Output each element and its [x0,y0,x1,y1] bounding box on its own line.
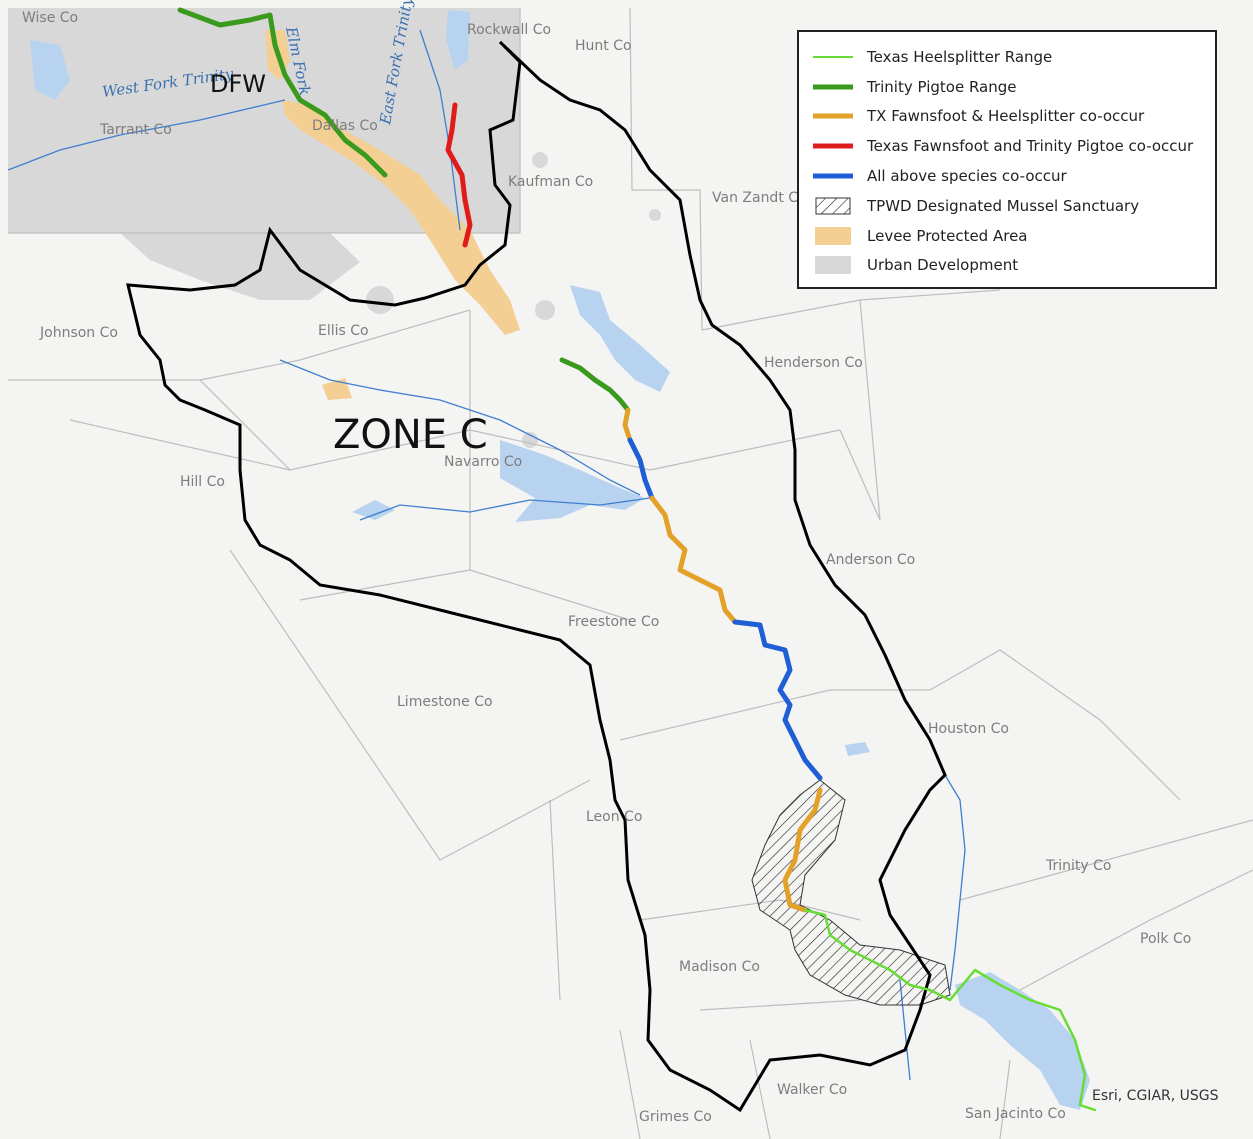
thick-line-swatch [811,77,855,97]
urban-dfw-core [8,8,520,233]
legend-label: Texas Heelsplitter Range [867,47,1053,66]
county-label: Johnson Co [39,325,118,341]
legend-label: Levee Protected Area [867,226,1028,245]
county-label: Houston Co [928,721,1009,737]
metro-label: DFW [210,70,266,98]
urban-patch [532,152,548,168]
lake-small-pond [845,742,870,756]
county-label: Madison Co [679,959,760,975]
legend-item-pigtoe: Trinity Pigtoe Range [811,72,1203,102]
species-ranges [177,7,1097,1112]
legend-item-fawnsfoot-heelsplitter: TX Fawnsfoot & Heelsplitter co-occur [811,102,1203,132]
range-fawnsfoot-heelsplitter-mid [649,495,738,625]
zone-c-basin-outline [126,40,947,1113]
county-label: Polk Co [1140,931,1191,947]
river-network [7,29,966,1081]
range-pigtoe-elm-fork [177,7,388,178]
water-bodies [30,10,1090,1110]
lake-upper-east [570,285,670,392]
map-credits: Esri, CGIAR, USGS [1092,1088,1219,1104]
legend-label: All above species co-occur [867,167,1067,186]
county-label: Dallas Co [312,118,378,134]
range-pigtoe-mid [559,357,631,413]
county-label: Ellis Co [318,323,369,339]
legend-item-levee: Levee Protected Area [811,221,1203,251]
county-label: Tarrant Co [99,122,172,138]
lake-small-west [352,500,395,520]
levee-trinity-main [282,100,520,335]
county-label: Kaufman Co [508,174,593,190]
fill-swatch [811,226,855,246]
thick-line-swatch [811,136,855,156]
county-label: Rockwall Co [467,22,551,38]
range-heelsplitter [803,908,1097,1112]
county-label: Limestone Co [397,694,493,710]
zone-label: ZONE C [333,412,488,458]
legend-item-urban: Urban Development [811,251,1203,281]
thick-line-swatch [811,166,855,186]
urban-dfw-south [120,233,360,300]
urban-patch [366,286,394,314]
legend-label: Urban Development [867,256,1019,275]
legend-label: Trinity Pigtoe Range [867,77,1017,96]
county-label: Henderson Co [764,355,863,371]
county-label: Freestone Co [568,614,659,630]
mussel-sanctuary [751,779,951,1006]
legend-item-all-species: All above species co-occur [811,161,1203,191]
legend-item-heelsplitter: Texas Heelsplitter Range [811,42,1203,72]
lake-dfw-west [30,40,70,100]
map-labels: Wise Co Rockwall Co Hunt Co Tarrant Co D… [22,0,1191,1125]
county-label: Walker Co [777,1082,847,1098]
range-all-species-lower [732,619,823,781]
legend-item-sanctuary: TPWD Designated Mussel Sanctuary [811,191,1203,221]
lake-navarro [500,440,645,522]
thin-line-swatch [811,47,855,67]
county-label: Hunt Co [575,38,632,54]
county-label: Grimes Co [639,1109,712,1125]
hatch-swatch [811,196,855,216]
county-label: Hill Co [180,474,225,490]
county-label: Leon Co [586,809,642,825]
legend-label: TX Fawnsfoot & Heelsplitter co-occur [867,107,1145,126]
range-fawnsfoot-heelsplitter-upper [622,407,633,443]
range-fawnsfoot-pigtoe [445,102,473,248]
urban-patch [535,300,555,320]
legend-label: Texas Fawnsfoot and Trinity Pigtoe co-oc… [867,137,1194,156]
county-label: Anderson Co [826,552,915,568]
range-all-species-upper [627,437,655,501]
county-label: Navarro Co [444,454,522,470]
map-legend: Texas Heelsplitter Range Trinity Pigtoe … [797,30,1217,289]
county-label: Trinity Co [1045,858,1111,874]
fill-swatch [811,255,855,275]
legend-label: TPWD Designated Mussel Sanctuary [867,196,1140,215]
range-fawnsfoot-heelsplitter-lower [782,787,823,913]
legend-item-fawnsfoot-pigtoe: Texas Fawnsfoot and Trinity Pigtoe co-oc… [811,131,1203,161]
lake-dfw-north [446,10,470,70]
thick-line-swatch [811,106,855,126]
lake-livingston [955,972,1090,1110]
county-label: Wise Co [22,10,78,26]
county-label: Van Zandt Co [712,190,807,206]
county-label: San Jacinto Co [965,1106,1066,1122]
urban-patch [649,209,661,221]
